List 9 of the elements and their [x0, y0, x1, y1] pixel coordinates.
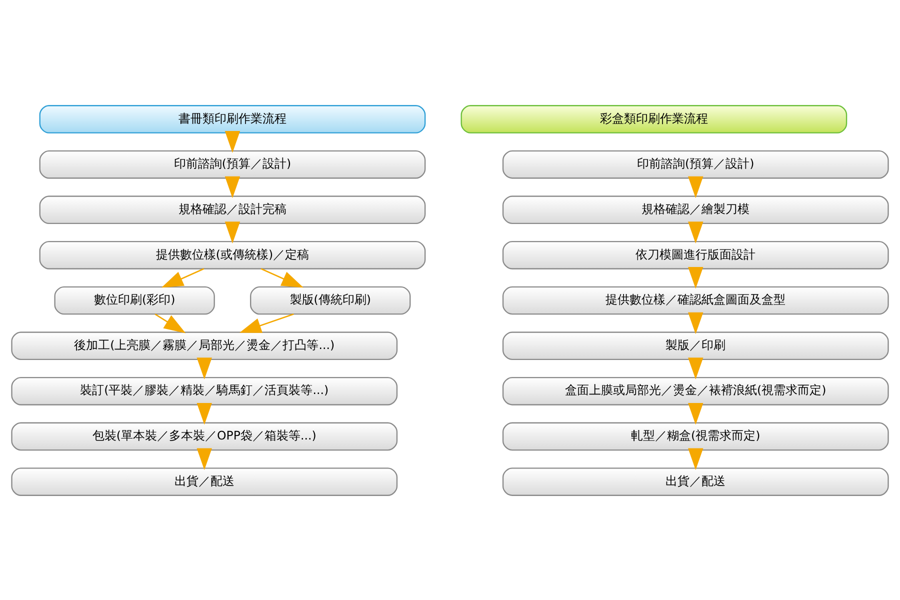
node-box: 彩盒類印刷作業流程 [460, 104, 848, 133]
arrow [161, 268, 204, 288]
arrow [260, 268, 304, 288]
arrow [154, 313, 186, 333]
node-box: 製版(傳統印刷) [250, 286, 411, 314]
node-box: 提供數位樣(或傳統樣)／定稿 [39, 240, 426, 269]
node-box: 出貨／配送 [11, 467, 398, 496]
node-box: 數位印刷(彩印) [54, 286, 215, 314]
node-box: 出貨／配送 [502, 467, 889, 496]
